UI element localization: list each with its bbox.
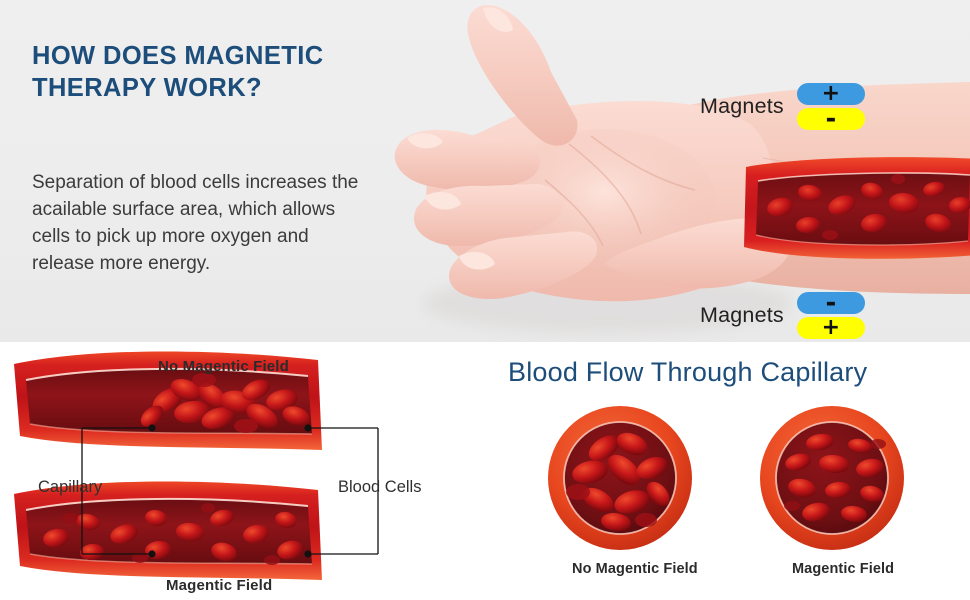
arm-vessel-illustration xyxy=(744,157,970,259)
top-panel: HOW DOES MAGNETIC THERAPY WORK? Separati… xyxy=(0,0,970,342)
cross-section-label-no-field: No Magentic Field xyxy=(572,561,698,577)
body-paragraph: Separation of blood cells increases the … xyxy=(32,172,359,274)
label-blood-cells: Blood Cells xyxy=(338,478,422,496)
magnet-bar-north-bottom: - xyxy=(796,290,865,316)
magnet-stack-bottom: - + xyxy=(796,290,865,339)
page-title: HOW DOES MAGNETIC THERAPY WORK? xyxy=(32,42,324,103)
label-magnetic-field-vessel: Magentic Field xyxy=(166,577,273,594)
magnet-stack-top: + - xyxy=(796,83,865,132)
magnet-bar-south-bottom: + xyxy=(796,317,865,339)
label-capillary: Capillary xyxy=(38,478,103,496)
magnet-bar-north-top: + xyxy=(796,83,865,105)
magnet-callout-top: Magnets + - xyxy=(700,83,865,132)
magnet-label-top: Magnets xyxy=(700,94,784,118)
vessel-no-field xyxy=(14,351,322,450)
callout-endpoint-dots xyxy=(148,424,312,558)
hand-illustration xyxy=(355,0,970,342)
cross-section-label-with-field: Magentic Field xyxy=(792,561,895,577)
label-no-magnetic-field-vessel: No Magentic Field xyxy=(158,358,289,375)
cross-section-diagram xyxy=(548,406,904,550)
magnet-bar-south-top: - xyxy=(796,106,865,132)
cross-section-no-field xyxy=(548,406,692,550)
section-title: Blood Flow Through Capillary xyxy=(508,357,868,387)
magnet-label-bottom: Magnets xyxy=(700,303,784,327)
capillary-comparison-diagram xyxy=(14,351,379,580)
vessel-with-field xyxy=(14,481,322,580)
cross-section-with-field xyxy=(760,406,904,550)
magnet-callout-bottom: Magnets - + xyxy=(700,290,865,339)
callout-leader-lines xyxy=(81,427,379,555)
